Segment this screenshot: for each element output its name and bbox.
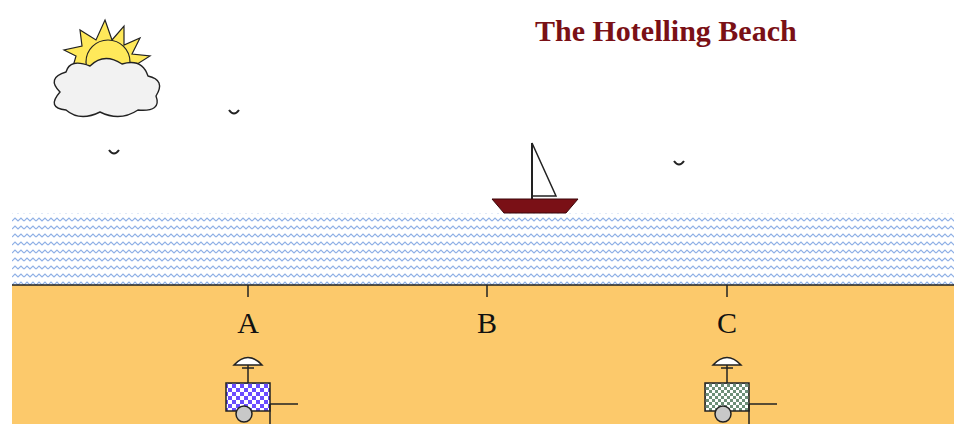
position-label: A xyxy=(237,306,259,340)
birds xyxy=(109,110,684,165)
sun-cloud xyxy=(54,20,159,117)
tick-marks xyxy=(248,285,727,297)
ice-cream-cart xyxy=(705,358,777,424)
sailboat xyxy=(492,143,578,213)
ice-cream-cart xyxy=(226,358,298,424)
position-label: C xyxy=(717,306,737,340)
sand xyxy=(12,285,954,424)
shore-line xyxy=(12,284,954,286)
sea xyxy=(12,213,954,285)
position-label: B xyxy=(477,306,497,340)
title: The Hotelling Beach xyxy=(535,14,797,48)
sea-waves xyxy=(12,213,954,285)
